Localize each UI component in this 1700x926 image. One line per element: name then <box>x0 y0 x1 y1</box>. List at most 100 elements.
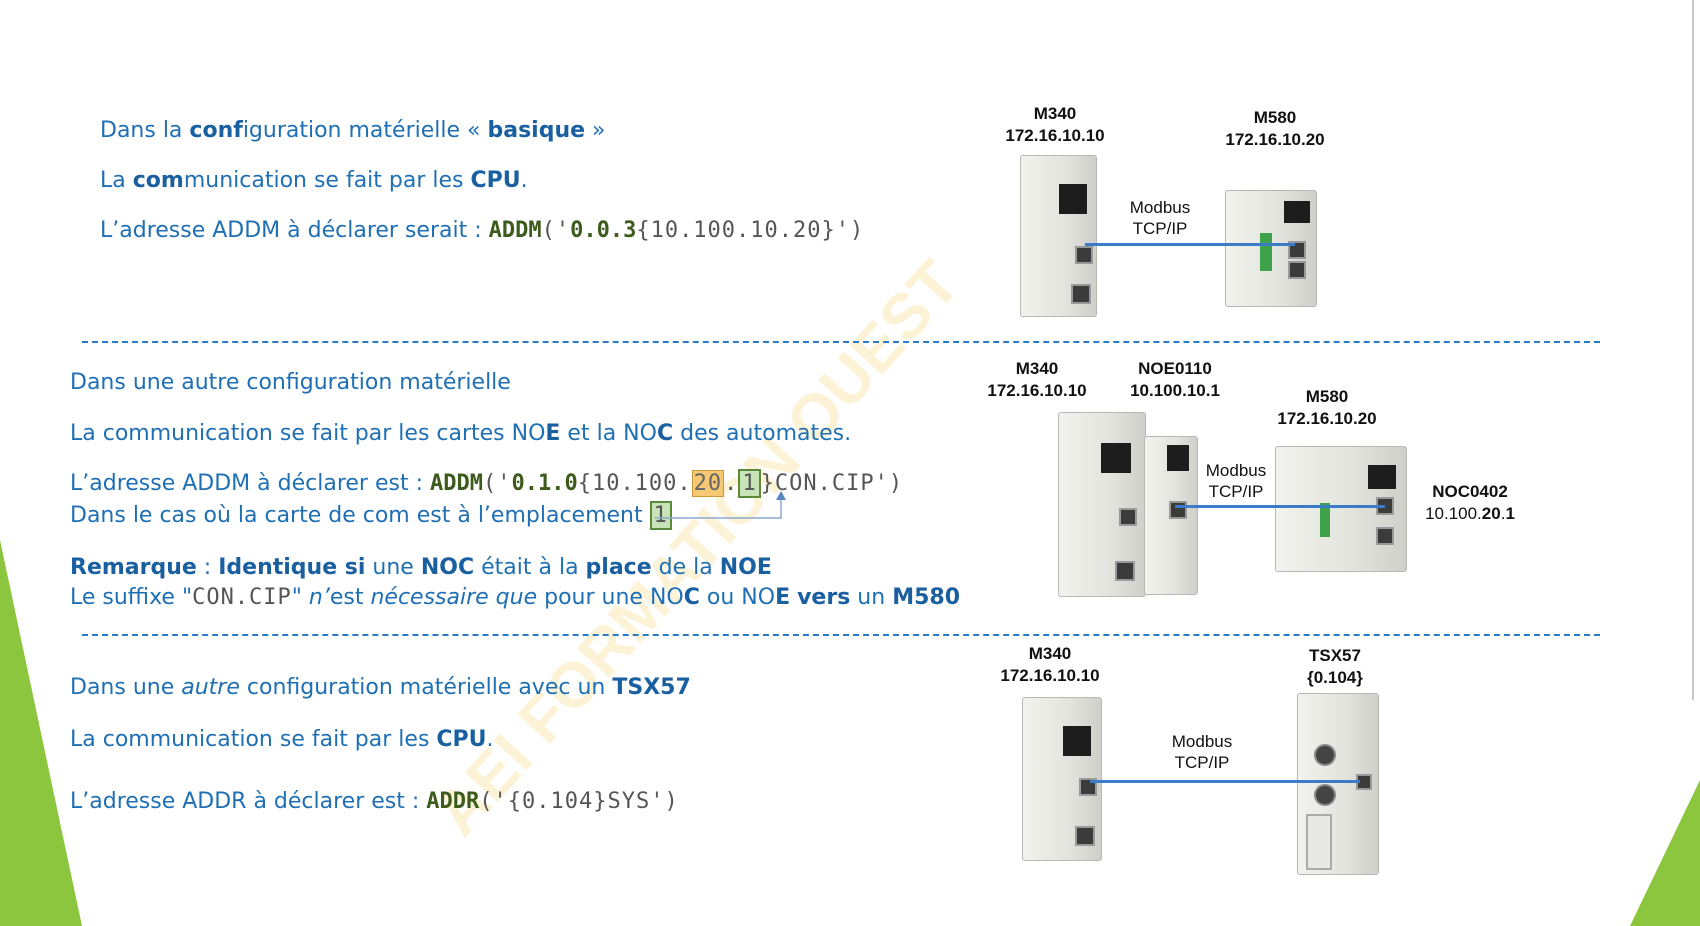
device-name: M580 <box>1253 108 1297 127</box>
text: Le suffixe " <box>70 585 193 610</box>
text-bold: Identique si <box>218 555 366 580</box>
watermark: AEI FORMATION OUEST <box>420 246 974 849</box>
device-name: TSX57 <box>1309 646 1361 665</box>
text: La communication se fait par les <box>70 727 437 752</box>
s2-noc-label: NOC0402 10.100.20.1 <box>1410 481 1530 524</box>
section1-line1: Dans la configuration matérielle « basiq… <box>100 118 605 143</box>
text: " <box>291 585 309 610</box>
s2-noe-module <box>1144 436 1198 595</box>
card-slot <box>1306 814 1332 870</box>
s2-network-link <box>1175 505 1385 508</box>
address-label: L’adresse ADDR à déclarer est : <box>70 789 427 814</box>
code-text: . <box>724 471 739 496</box>
text: . <box>486 727 494 752</box>
s1-network-link <box>1085 243 1295 246</box>
text: La communication se fait par les cartes … <box>70 421 546 446</box>
text: est <box>329 585 371 610</box>
s2-m580-label: M580 172.16.10.20 <box>1267 386 1387 430</box>
text-bold: basique <box>487 118 586 143</box>
s1-m340-label: M340 172.16.10.10 <box>995 103 1115 147</box>
highlighted-slot: 1 <box>738 469 761 498</box>
section2-line2: La communication se fait par les cartes … <box>70 421 851 446</box>
slot-box: 1 <box>649 501 672 530</box>
suffix-note-line: Le suffixe "CON.CIP" n’est nécessaire qu… <box>70 585 960 610</box>
text-bold: M580 <box>892 585 961 610</box>
text-bold: TSX57 <box>612 675 691 700</box>
s2-link-label: Modbus TCP/IP <box>1186 460 1286 502</box>
led-panel <box>1368 465 1396 489</box>
device-address: {0.104} <box>1307 668 1363 687</box>
text: ou NO <box>699 585 776 610</box>
text: » <box>585 118 606 143</box>
green-connector <box>1260 233 1272 271</box>
code-text: {10.100.10.20} <box>636 218 836 243</box>
link-label: TCP/IP <box>1132 219 1188 238</box>
ethernet-port <box>1071 284 1091 304</box>
ethernet-port <box>1376 527 1394 545</box>
address-label: L’adresse ADDM à déclarer est : <box>70 471 430 496</box>
text: iguration matérielle « <box>242 118 488 143</box>
text-italic: nécessaire que <box>370 585 538 610</box>
text: un <box>850 585 893 610</box>
code-text: (' <box>482 471 512 496</box>
section3-line1: Dans une autre configuration matérielle … <box>70 675 691 700</box>
device-ip: 172.16.10.10 <box>1000 666 1100 685</box>
card-ip-bold: 1 <box>1505 504 1515 523</box>
section3-line2: La communication se fait par les CPU. <box>70 727 494 752</box>
code-text: (' <box>479 789 508 814</box>
round-port <box>1314 744 1336 766</box>
text-italic: n’ <box>308 585 330 610</box>
text-bold: E <box>545 421 561 446</box>
card-ip: . <box>1500 504 1506 523</box>
s3-network-link <box>1090 780 1360 783</box>
text: était à la <box>474 555 586 580</box>
text-bold: E <box>775 585 791 610</box>
s2-m340-module <box>1058 412 1146 597</box>
section2-line1: Dans une autre configuration matérielle <box>70 370 511 395</box>
remark-line: Remarque : Identique si une NOC était à … <box>70 555 772 580</box>
s2-noe-label: NOE0110 10.100.10.1 <box>1115 358 1235 402</box>
address-label: L’adresse ADDM à déclarer serait : <box>100 218 489 243</box>
address-value: 0.0.3 <box>570 218 637 243</box>
device-ip: 172.16.10.10 <box>1005 126 1105 145</box>
address-value: 0.1.0 <box>511 471 578 496</box>
left-green-triangle <box>0 540 82 926</box>
code-text: (' <box>541 218 571 243</box>
s3-link-label: Modbus TCP/IP <box>1152 731 1252 773</box>
card-name: NOE0110 <box>1138 359 1212 378</box>
text-bold: NOC <box>420 555 475 580</box>
s3-tsx57-module <box>1297 693 1379 875</box>
code-text: }CON.CIP <box>760 471 875 496</box>
ethernet-port <box>1075 246 1093 264</box>
device-name: M340 <box>1028 644 1072 663</box>
led-panel <box>1284 201 1310 223</box>
link-label: Modbus <box>1205 461 1267 480</box>
text: une <box>365 555 421 580</box>
s1-link-label: Modbus TCP/IP <box>1110 197 1210 239</box>
device-ip: 172.16.10.10 <box>987 381 1087 400</box>
text: munication se fait par les <box>183 168 471 193</box>
ethernet-port <box>1115 561 1135 581</box>
s3-tsx57-label: TSX57 {0.104} <box>1275 645 1395 689</box>
link-label: TCP/IP <box>1174 753 1230 772</box>
text-bold: com <box>132 168 184 193</box>
text-bold: C <box>683 585 700 610</box>
section1-line2: La communication se fait par les CPU. <box>100 168 528 193</box>
device-ip: 172.16.10.20 <box>1277 409 1377 428</box>
separator-1 <box>82 341 1600 343</box>
text: Dans une <box>70 675 182 700</box>
slot-text: Dans le cas où la carte de com est à l’e… <box>70 503 650 528</box>
s1-m580-label: M580 172.16.10.20 <box>1215 107 1335 151</box>
text-bold: place <box>585 555 652 580</box>
led-panel <box>1059 184 1087 214</box>
s3-m340-label: M340 172.16.10.10 <box>990 643 1110 687</box>
code-text: {10.100. <box>577 471 692 496</box>
text: configuration matérielle avec un <box>239 675 613 700</box>
card-name: NOC0402 <box>1432 482 1508 501</box>
text-bold: C <box>656 421 674 446</box>
link-label: TCP/IP <box>1208 482 1264 501</box>
device-name: M340 <box>1033 104 1077 123</box>
code-text: ') <box>874 471 904 496</box>
text: . <box>520 168 528 193</box>
section1-address-line: L’adresse ADDM à déclarer serait : ADDM(… <box>100 218 864 243</box>
